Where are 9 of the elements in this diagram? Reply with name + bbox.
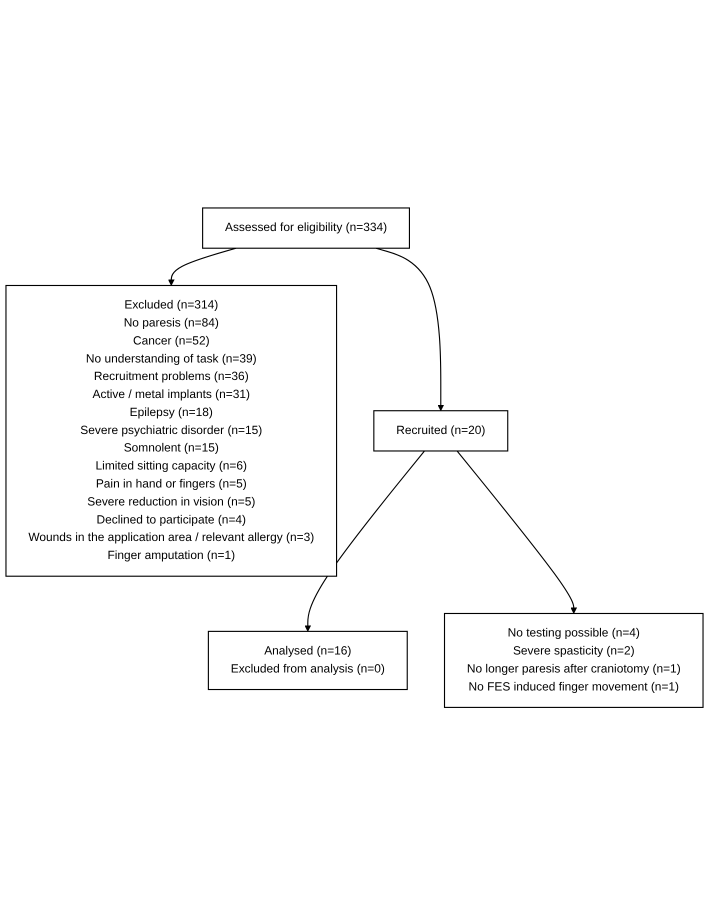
arrow [376,248,444,411]
node-box: Excluded (n=314) No paresis (n=84) Cancer (n=52) No understanding of task (n=39) Recruitment problems (n=36) Active / metal implants (n=31) Epilepsy (n=18) Severe psychiatric disorder (n=15) Somnolent (n=15) Limited sitting capacity (n=6) Pain in hand or fingers (n=5) Severe reduction in vision (n=5) Declined to participate (n=4) Wounds in the application area / relevant allergy (n=3) Finger amputation (n=1) [5,284,338,577]
arrow [168,248,236,286]
arrow [304,450,425,632]
node-box: No testing possible (n=4) Severe spasticity (n=2) No longer paresis after craniotomy (n=1) No FES induced finger movement (n=1) [444,612,704,708]
arrow [456,450,578,614]
node-box: Analysed (n=16) Excluded from analysis (n=0) [208,630,408,690]
node-box: Assessed for eligibility (n=334) [202,207,410,249]
node-box: Recruited (n=20) [373,410,508,452]
